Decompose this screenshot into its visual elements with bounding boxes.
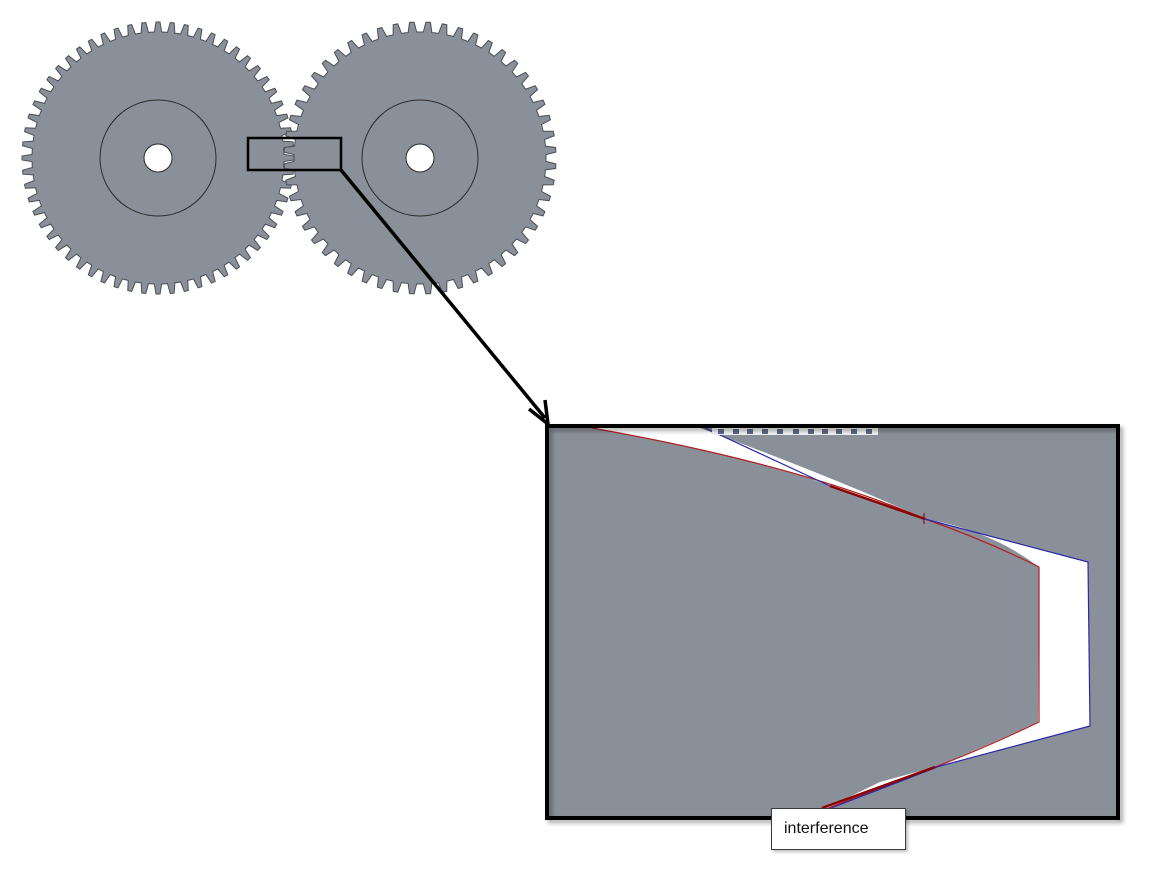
- mesh-highlight-box: [246, 136, 343, 172]
- zoom-arrow-line: [339, 168, 547, 420]
- interference-segment-lower: [821, 765, 936, 810]
- gear-a-flank-outline: [591, 428, 1040, 813]
- left-gear-bore: [143, 143, 173, 173]
- right-gear-bore: [405, 143, 435, 173]
- left-gear-hub-circle: [99, 99, 217, 217]
- right-gear-hub-circle: [361, 99, 479, 217]
- zoom-detail: [545, 424, 1120, 820]
- interference-label: interference: [771, 808, 906, 850]
- zoom-toolbar-icons: [712, 428, 878, 435]
- interference-segment-upper: [829, 484, 926, 521]
- zoom-background: [547, 426, 1118, 818]
